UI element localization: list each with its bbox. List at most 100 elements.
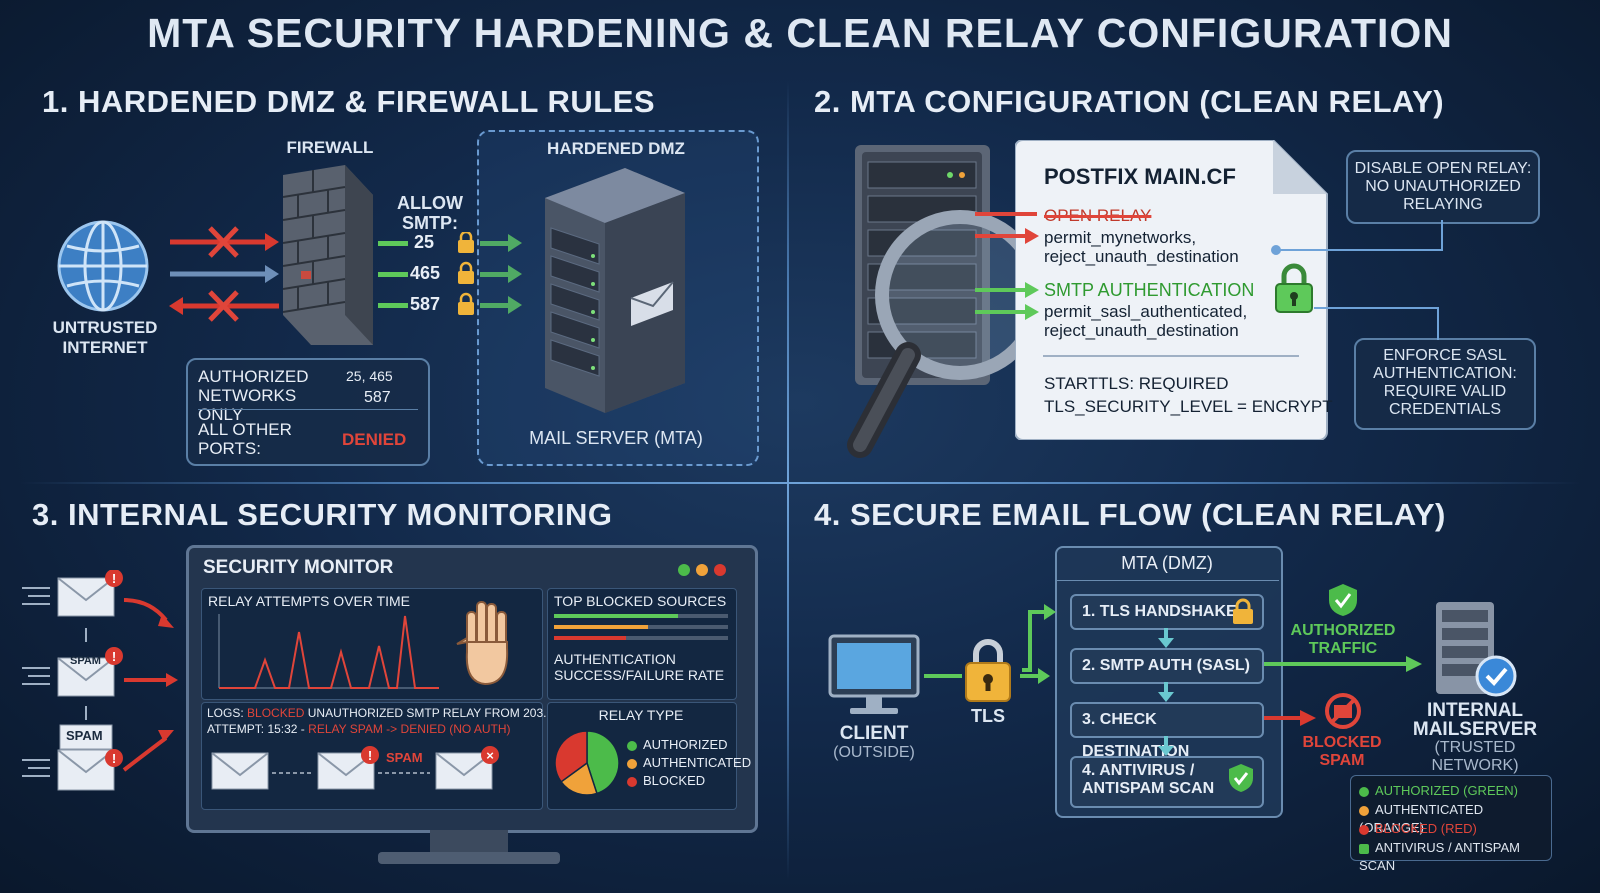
flow-legend-authenticated: AUTHENTICATED (ORANGE)	[1359, 801, 1551, 837]
blocked-icon	[1325, 693, 1361, 729]
firewall-traffic-arrows	[169, 226, 279, 322]
route-arrows	[1264, 656, 1422, 726]
spam-tag-1: SPAM	[70, 655, 101, 667]
other-ports-label: ALL OTHER PORTS:	[198, 420, 292, 458]
denied-label: DENIED	[342, 430, 407, 449]
top-blocked-panel	[547, 588, 737, 700]
blocked-spam-label: BLOCKED SPAM	[1302, 734, 1382, 769]
spam-flow-envelopes: ! ×	[211, 746, 499, 790]
incoming-emails: ! ! !	[22, 570, 178, 791]
port-587: 587	[410, 294, 441, 314]
flow-legend-blocked-label: BLOCKED (RED)	[1375, 821, 1477, 836]
config-line-3: permit_sasl_authenticated,	[1044, 302, 1248, 321]
open-relay-line: OPEN RELAY	[1044, 206, 1152, 225]
internal-sub-label: (TRUSTED NETWORK)	[1431, 739, 1519, 774]
client-computer-icon	[828, 634, 920, 714]
firewall-label: FIREWALL	[286, 138, 374, 157]
relay-type-title: RELAY TYPE	[598, 707, 684, 723]
spam-flow-label: SPAM	[386, 750, 423, 765]
log-blocked: BLOCKED	[247, 706, 305, 720]
blocked-bar-1-rest	[678, 614, 728, 618]
config-file-title: POSTFIX MAIN.CF	[1044, 164, 1236, 189]
authorized-shield-icon	[1329, 584, 1357, 616]
log-attempt: ATTEMPT: 15:32 -	[207, 722, 305, 736]
section-1-title: 1. HARDENED DMZ & FIREWALL RULES	[42, 84, 656, 119]
authorized-ports-b: 587	[364, 389, 391, 406]
tls-step-lock-icon	[1233, 598, 1253, 624]
legend-authenticated-label: AUTHENTICATED	[643, 755, 752, 770]
scan-shield-icon	[1229, 764, 1253, 792]
flow-legend-blocked: BLOCKED (RED)	[1359, 820, 1477, 838]
magnifier-icon	[847, 210, 1030, 458]
section-4-title: 4. SECURE EMAIL FLOW (CLEAN RELAY)	[814, 497, 1446, 532]
page-title: MTA SECURITY HARDENING & CLEAN RELAY CON…	[147, 10, 1453, 56]
firewall-icon	[283, 165, 373, 345]
tls-lock-icon	[965, 639, 1011, 702]
svg-text:!: !	[368, 748, 372, 763]
authorized-networks-label: AUTHORIZED NETWORKS ONLY	[198, 367, 309, 424]
log-denied: RELAY SPAM -> DENIED (NO AUTH)	[308, 722, 511, 736]
section-3-title: 3. INTERNAL SECURITY MONITORING	[32, 497, 613, 532]
relay-type-legend: AUTHORIZED AUTHENTICATED BLOCKED	[627, 736, 751, 790]
horizontal-divider	[20, 482, 1580, 484]
legend-blocked-label: BLOCKED	[643, 773, 706, 788]
mail-server-label: MAIL SERVER (MTA)	[529, 428, 703, 448]
flow-legend-authorized-label: AUTHORIZED (GREEN)	[1375, 783, 1518, 798]
step-antivirus-scan: 4. ANTIVIRUS / ANTISPAM SCAN	[1070, 756, 1264, 808]
log-prefix: LOGS:	[207, 706, 244, 720]
config-line-4: reject_unauth_destination	[1044, 321, 1239, 340]
internal-mailserver-label: INTERNAL MAILSERVER	[1412, 700, 1538, 740]
mail-server-icon	[545, 168, 685, 413]
callout-1-text: DISABLE OPEN RELAY: NO UNAUTHORIZED RELA…	[1354, 160, 1532, 213]
client-label: CLIENT	[839, 723, 909, 744]
relay-type-pie	[554, 730, 620, 796]
stop-hand-icon	[456, 601, 509, 686]
svg-text:×: ×	[486, 748, 494, 763]
svg-text:!: !	[112, 649, 116, 664]
top-blocked-title: TOP BLOCKED SOURCES	[554, 593, 727, 609]
monitor-stand	[430, 830, 508, 852]
blocked-bar-2	[554, 625, 648, 629]
log-line-1: LOGS: BLOCKED UNAUTHORIZED SMTP RELAY FR…	[207, 706, 592, 720]
allow-smtp-label: ALLOW SMTP:	[397, 193, 463, 233]
authorized-traffic-label: AUTHORIZED TRAFFIC	[1290, 622, 1396, 657]
dmz-label: HARDENED DMZ	[547, 139, 685, 158]
flow-legend-authenticated-label: AUTHENTICATED (ORANGE)	[1359, 802, 1484, 835]
smtp-auth-line: SMTP AUTHENTICATION	[1044, 280, 1255, 300]
relay-chart-title: RELAY ATTEMPTS OVER TIME	[208, 593, 411, 609]
spam-tag-2: SPAM	[66, 728, 103, 743]
step-smtp-auth: 2. SMTP AUTH (SASL)	[1070, 648, 1264, 684]
svg-text:!: !	[112, 751, 116, 766]
firewall-rules-box: AUTHORIZED NETWORKS ONLY 25, 465 587 ALL…	[186, 358, 430, 466]
starttls-line: STARTTLS: REQUIRED	[1044, 374, 1229, 393]
pie-slice-blocked	[554, 730, 588, 783]
callout-2-connector	[1314, 307, 1439, 340]
monitor-base	[378, 852, 560, 864]
vertical-divider	[787, 80, 789, 880]
disable-open-relay-callout: DISABLE OPEN RELAY: NO UNAUTHORIZED RELA…	[1346, 150, 1540, 224]
config-lock-icon	[1275, 263, 1313, 313]
window-controls	[678, 561, 732, 579]
legend-authorized-label: AUTHORIZED	[643, 737, 728, 752]
lock-icon	[458, 232, 474, 315]
allowed-ports-arrows	[378, 234, 522, 314]
mta-dmz-label: MTA (DMZ)	[1121, 553, 1213, 573]
log-line-2: ATTEMPT: 15:32 - RELAY SPAM -> DENIED (N…	[207, 722, 511, 736]
tls-level-line: TLS_SECURITY_LEVEL = ENCRYPT	[1044, 397, 1333, 416]
monitor-title: SECURITY MONITOR	[203, 557, 394, 578]
port-465: 465	[410, 263, 441, 283]
auth-rate-label: AUTHENTICATION SUCCESS/FAILURE RATE	[554, 651, 725, 683]
client-to-mta-arrows	[924, 604, 1056, 684]
flow-legend-scan: ANTIVIRUS / ANTISPAM SCAN	[1359, 839, 1551, 875]
flow-legend-authorized: AUTHORIZED (GREEN)	[1359, 782, 1518, 800]
callout-1-connector	[1271, 220, 1443, 255]
blocked-bar-1	[554, 614, 678, 618]
pie-slice-authenticated	[560, 761, 598, 796]
authorized-ports-a: 25, 465	[346, 368, 393, 384]
config-line-2: reject_unauth_destination	[1044, 247, 1239, 266]
flow-legend-scan-label: ANTIVIRUS / ANTISPAM SCAN	[1359, 840, 1520, 873]
callout-2-text: ENFORCE SASL AUTHENTICATION: REQUIRE VAL…	[1373, 347, 1517, 418]
step-arrows	[1158, 628, 1174, 756]
pie-slice-authorized	[586, 730, 620, 795]
legend-authorized: AUTHORIZED	[627, 736, 751, 754]
